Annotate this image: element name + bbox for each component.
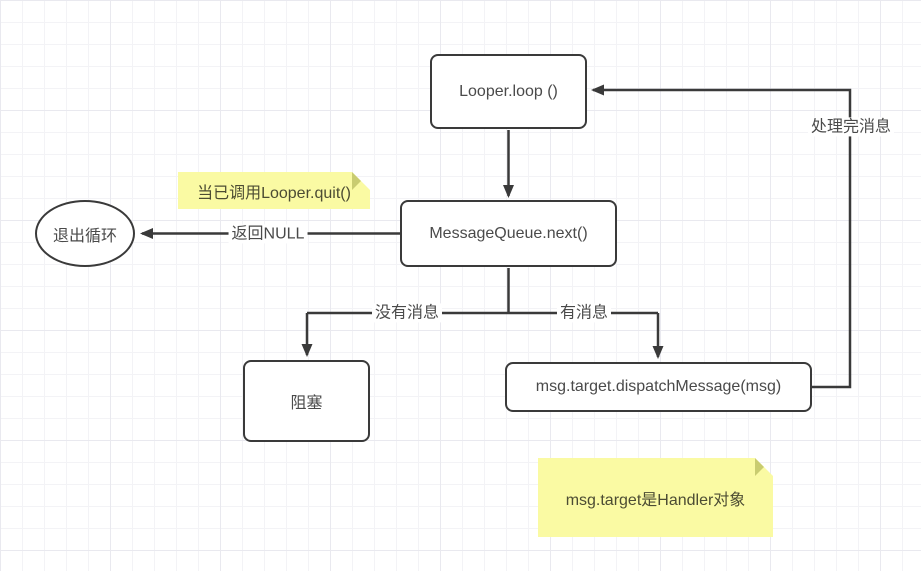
node-exit-loop: 退出循环 xyxy=(35,200,135,267)
node-dispatch-message: msg.target.dispatchMessage(msg) xyxy=(505,362,812,412)
node-messagequeue-next-label: MessageQueue.next() xyxy=(429,224,588,242)
note-looper-quit: 当已调用Looper.quit() xyxy=(178,172,370,209)
node-block: 阻塞 xyxy=(243,360,370,442)
edge-label-has-message: 有消息 xyxy=(556,303,612,323)
node-looper-loop: Looper.loop () xyxy=(430,54,587,129)
node-looper-loop-label: Looper.loop () xyxy=(459,82,558,100)
edge-label-return-null: 返回NULL xyxy=(228,224,308,244)
edge-label-no-message: 没有消息 xyxy=(371,303,443,323)
node-dispatch-message-label: msg.target.dispatchMessage(msg) xyxy=(535,378,782,395)
edge-label-done-message: 处理完消息 xyxy=(807,117,895,137)
note-looper-quit-text: 当已调用Looper.quit() xyxy=(197,184,351,202)
node-messagequeue-next: MessageQueue.next() xyxy=(400,200,617,267)
note-msg-target-handler: msg.target是Handler对象 xyxy=(538,458,773,537)
note-msg-target-handler-text: msg.target是Handler对象 xyxy=(565,491,746,509)
node-block-label: 阻塞 xyxy=(290,395,323,412)
node-exit-loop-label: 退出循环 xyxy=(52,227,117,245)
edge-dispatch-to-looper xyxy=(591,84,852,389)
